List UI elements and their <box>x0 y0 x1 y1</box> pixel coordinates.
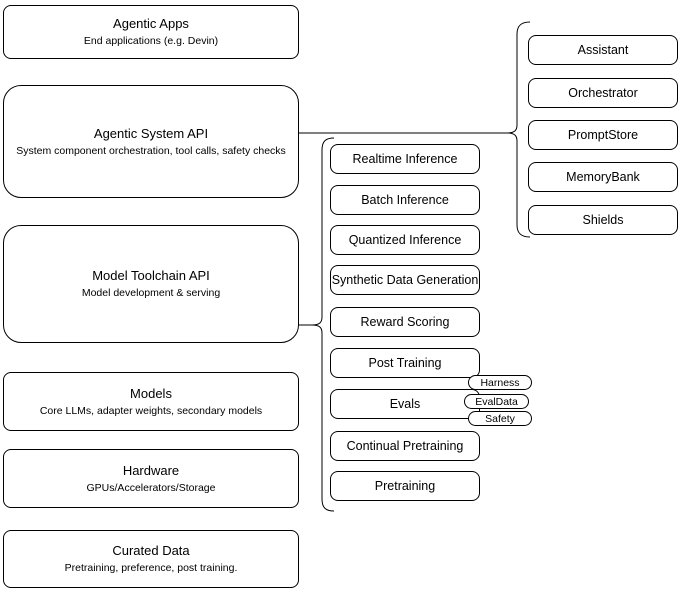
node-memorybank: MemoryBank <box>528 162 678 192</box>
system-components-brace <box>506 21 531 238</box>
node-label: MemoryBank <box>566 170 640 184</box>
node-label: PromptStore <box>567 128 639 142</box>
layer-subtitle: Model development & serving <box>81 287 221 299</box>
node-reward-scoring: Reward Scoring <box>330 307 480 337</box>
layer-title: Agentic Apps <box>113 16 189 31</box>
node-pretraining: Pretraining <box>330 471 480 501</box>
tag-harness: Harness <box>468 375 532 390</box>
tag-label: EvalData <box>475 395 518 408</box>
node-label: Realtime Inference <box>352 152 458 166</box>
layer-title: Model Toolchain API <box>92 268 210 283</box>
node-batch-inference: Batch Inference <box>330 185 480 215</box>
layer-subtitle: GPUs/Accelerators/Storage <box>86 481 216 494</box>
node-synthetic-data-generation: Synthetic Data Generation <box>330 265 480 295</box>
node-label: Assistant <box>577 43 629 57</box>
node-assistant: Assistant <box>528 35 678 65</box>
node-post-training: Post Training <box>330 348 480 378</box>
tag-evaldata: EvalData <box>464 394 529 409</box>
layer-models: Models Core LLMs, adapter weights, secon… <box>3 372 299 431</box>
node-quantized-inference: Quantized Inference <box>330 225 480 255</box>
node-evals: Evals <box>330 389 480 419</box>
node-label: Reward Scoring <box>360 315 450 329</box>
layer-agentic-system-api: Agentic System API System component orch… <box>3 85 299 198</box>
layer-hardware: Hardware GPUs/Accelerators/Storage <box>3 449 299 508</box>
layer-title: Models <box>130 385 172 401</box>
node-continual-pretraining: Continual Pretraining <box>330 431 480 461</box>
layer-subtitle: End applications (e.g. Devin) <box>83 35 219 47</box>
tag-safety: Safety <box>468 411 532 426</box>
tag-label: Harness <box>480 376 520 389</box>
layer-subtitle: Core LLMs, adapter weights, secondary mo… <box>39 404 263 417</box>
node-label: Post Training <box>368 356 442 370</box>
node-label: Synthetic Data Generation <box>331 273 479 287</box>
node-label: Pretraining <box>374 479 436 493</box>
layer-subtitle: Pretraining, preference, post training. <box>64 562 238 574</box>
layer-subtitle: System component orchestration, tool cal… <box>16 144 286 157</box>
node-promptstore: PromptStore <box>528 120 678 150</box>
layer-title: Hardware <box>122 462 180 478</box>
layer-title: Curated Data <box>112 543 190 558</box>
layer-title: Agentic System API <box>93 125 209 141</box>
node-label: Evals <box>389 397 421 411</box>
node-label: Orchestrator <box>568 86 638 100</box>
layer-curated-data: Curated Data Pretraining, preference, po… <box>3 530 299 588</box>
node-orchestrator: Orchestrator <box>528 78 678 108</box>
layer-agentic-apps: Agentic Apps End applications (e.g. Devi… <box>3 5 299 59</box>
node-label: Quantized Inference <box>348 233 462 247</box>
node-label: Continual Pretraining <box>346 439 464 453</box>
node-label: Batch Inference <box>361 193 449 207</box>
node-shields: Shields <box>528 205 678 235</box>
tag-label: Safety <box>485 412 515 425</box>
layer-model-toolchain-api: Model Toolchain API Model development & … <box>3 225 299 343</box>
node-label: Shields <box>582 213 624 227</box>
node-realtime-inference: Realtime Inference <box>330 144 480 174</box>
